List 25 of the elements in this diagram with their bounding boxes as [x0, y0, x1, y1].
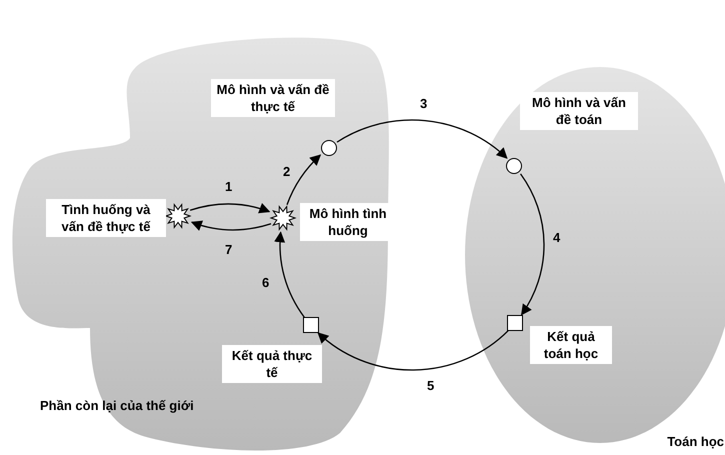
- edge-label: 6: [262, 275, 270, 290]
- edge-label: 7: [225, 242, 232, 257]
- starburst-marker: [166, 204, 190, 228]
- node-label: Tình huống và vấn đề thực tế: [46, 199, 166, 237]
- arrow: [336, 119, 508, 159]
- edge-label: 5: [427, 378, 434, 393]
- region-title: Phần còn lại của thế giới: [40, 397, 195, 415]
- edge-label: 3: [420, 96, 428, 111]
- edge-label: 1: [225, 179, 232, 194]
- node-label: Kết quả toán học: [530, 326, 612, 364]
- region-title: Toán học: [666, 433, 724, 451]
- arrow: [190, 203, 270, 214]
- node-label: Mô hình và vấn đề thực tế: [211, 79, 335, 117]
- square-marker: [302, 317, 319, 334]
- arrow: [520, 174, 545, 316]
- arrow: [190, 220, 272, 231]
- square-marker: [506, 315, 523, 332]
- arrow: [286, 154, 322, 206]
- edge-label: 2: [283, 164, 290, 179]
- arrow: [317, 330, 509, 370]
- edge-label: 4: [553, 230, 560, 245]
- node-label: Mô hình và vấn đề toán: [520, 92, 638, 130]
- arrow: [274, 231, 305, 318]
- starburst-marker: [271, 206, 296, 230]
- node-label: Kết quả thực tế: [222, 345, 322, 383]
